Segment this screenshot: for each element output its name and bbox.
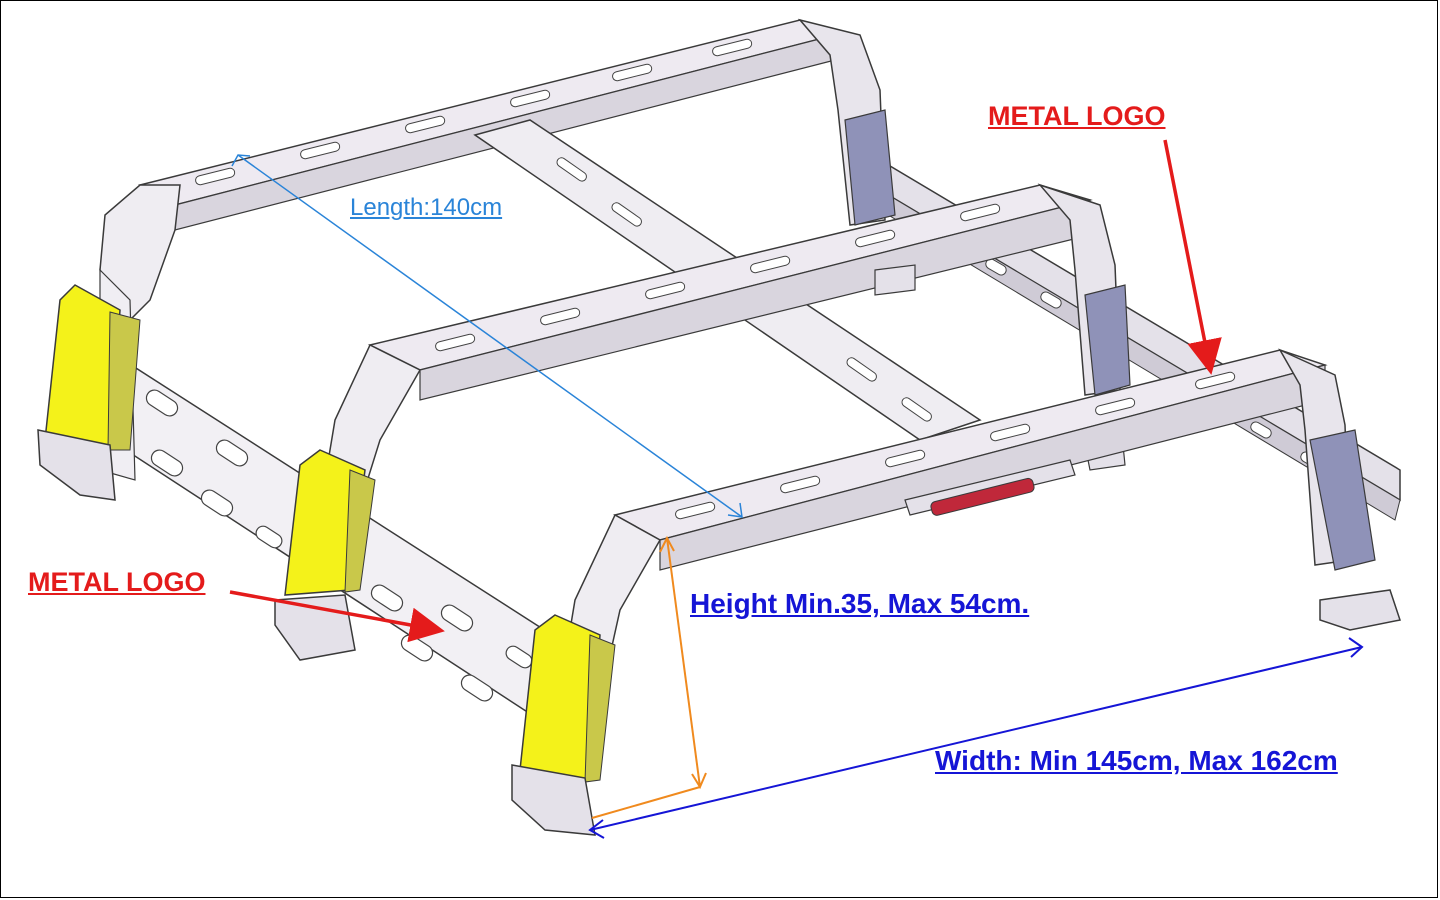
height-label: Height Min.35, Max 54cm. xyxy=(690,588,1030,619)
front-hoop xyxy=(511,348,1401,836)
length-dimension-line xyxy=(231,154,743,518)
length-label: Length:140cm xyxy=(350,194,503,221)
middle-hoop xyxy=(274,183,1131,661)
metal-logo-label-right: METAL LOGO xyxy=(988,101,1166,131)
rear-hoop-left-leg xyxy=(37,284,141,501)
metal-logo-label-left: METAL LOGO xyxy=(28,567,206,597)
brake-light xyxy=(930,477,1035,516)
height-dimension-line xyxy=(591,535,707,819)
width-label: Width: Min 145cm, Max 162cm xyxy=(935,745,1338,776)
metal-logo-arrow-right xyxy=(1163,139,1222,375)
metal-logo-arrow-left xyxy=(229,590,445,643)
width-dimension-line xyxy=(588,637,1364,839)
